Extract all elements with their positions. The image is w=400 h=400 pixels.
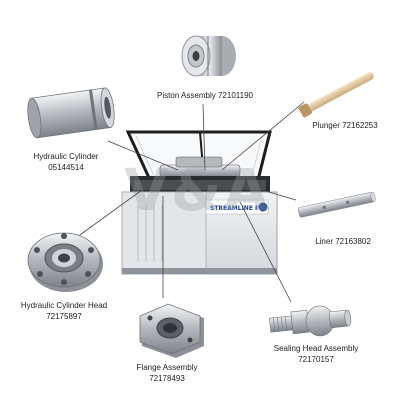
part-number: 72101190	[217, 91, 253, 100]
leader-lines	[72, 101, 305, 303]
leader-plunger	[221, 101, 305, 171]
part-number: 72175897	[46, 312, 82, 321]
leader-hydraulic-cylinder	[107, 140, 179, 171]
liner-image	[297, 191, 376, 218]
part-name: Sealing Head Assembly	[273, 344, 359, 353]
leader-cylinder-head	[72, 189, 143, 241]
label-plunger: Plunger 72162253	[300, 120, 390, 131]
label-liner: Liner 72163802	[303, 236, 383, 247]
sealing-head-assembly-image	[269, 305, 352, 337]
vent-slots	[137, 205, 163, 262]
waterjet-pump-machine: STREAMLINE PRO	[121, 130, 278, 275]
part-name: Plunger	[312, 121, 340, 130]
piston-assembly-image	[181, 35, 236, 77]
leader-liner	[261, 189, 297, 201]
part-name: Hydraulic Cylinder	[33, 152, 99, 161]
part-number: 72163802	[335, 237, 371, 246]
hydraulic-cylinder-head-image	[27, 232, 103, 292]
label-hydraulic-cylinder-head: Hydraulic Cylinder Head 72175897	[6, 300, 122, 322]
part-name: Piston Assembly	[157, 91, 216, 100]
brand-logo-icon	[257, 201, 269, 213]
label-hydraulic-cylinder: Hydraulic Cylinder 05144514	[16, 151, 116, 173]
label-piston-assembly: Piston Assembly 72101190	[150, 90, 260, 101]
cabinet-base	[122, 268, 277, 274]
label-sealing-head-assembly: Sealing Head Assembly 72170157	[256, 343, 376, 365]
watermark-text: V&A	[124, 156, 270, 224]
leader-sealing-head	[239, 201, 292, 303]
machine-brand-text: STREAMLINE PRO	[210, 205, 269, 212]
flange-assembly-image	[139, 303, 204, 358]
leader-piston	[202, 103, 206, 171]
part-number: 72162253	[342, 121, 378, 130]
part-number: 05144514	[48, 163, 84, 172]
internal-manifold	[175, 156, 223, 168]
hydraulic-cylinder-image	[27, 87, 115, 139]
top-frame-inner	[134, 180, 266, 190]
part-number: 72178493	[149, 374, 185, 383]
part-name: Flange Assembly	[136, 363, 198, 372]
part-name: Liner	[315, 237, 333, 246]
part-name: Hydraulic Cylinder Head	[20, 301, 108, 310]
plunger-image	[298, 72, 374, 118]
label-flange-assembly: Flange Assembly 72178493	[122, 362, 212, 384]
part-number: 72170157	[298, 355, 334, 364]
cabinet-left-panel	[121, 191, 207, 275]
